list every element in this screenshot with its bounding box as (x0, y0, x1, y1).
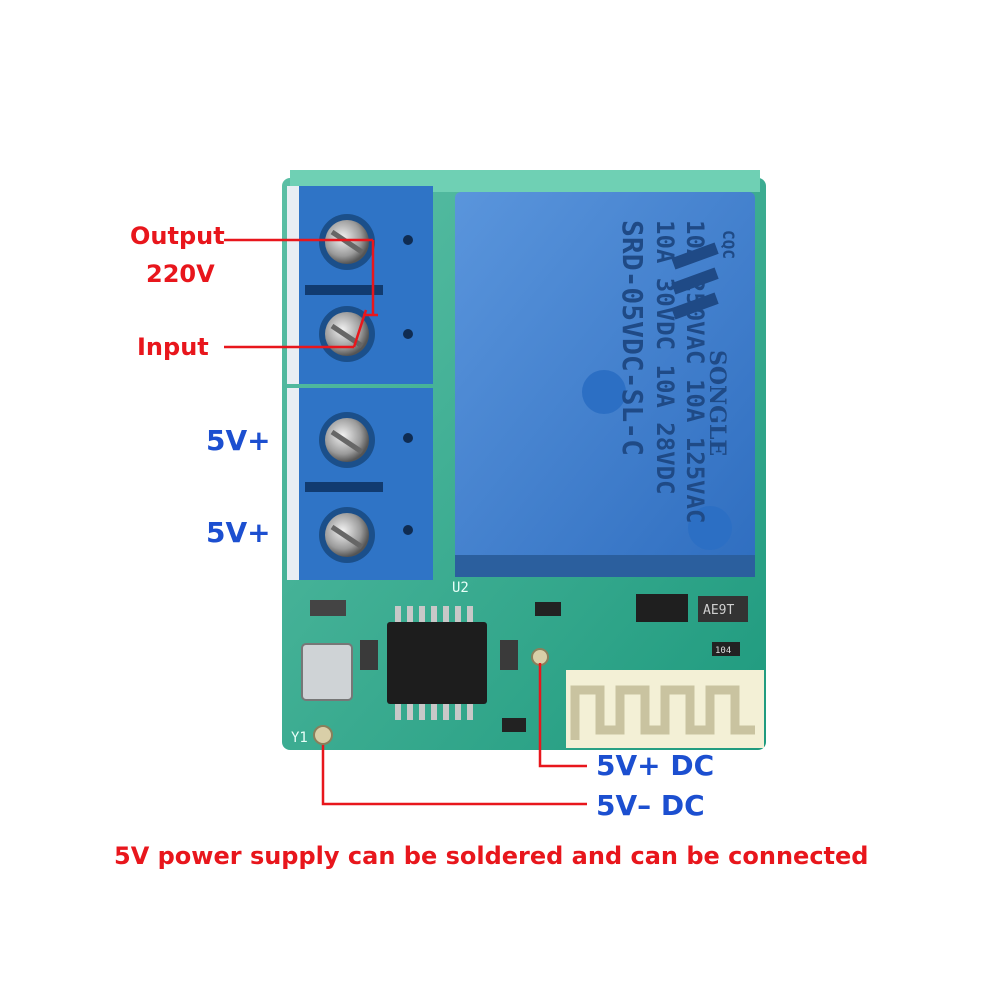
resistor (712, 642, 740, 656)
smd-component (500, 640, 518, 670)
label-terminal-5v-2: 5V+ (206, 516, 271, 549)
label-dc-minus: 5V– DC (596, 789, 705, 822)
solder-pad-dc-minus (313, 725, 333, 745)
silkscreen-y1: Y1 (291, 730, 308, 746)
label-input: Input (137, 333, 209, 361)
smd-component (310, 600, 346, 616)
transistor (636, 594, 688, 622)
caption-note: 5V power supply can be soldered and can … (114, 842, 869, 870)
relay-line-3: SRD-05VDC-SL-C (616, 220, 649, 456)
solder-pad-dc-plus (531, 648, 549, 666)
smd-component (698, 596, 748, 622)
relay-base (455, 555, 755, 577)
songle-logo (671, 242, 719, 320)
smd-component (360, 640, 378, 670)
ic-chip (387, 622, 487, 704)
transistor-marking: AE9T (703, 603, 734, 618)
relay-line-1: 10A 250VAC 10A 125VAC (681, 220, 709, 523)
relay-cert: CQC (719, 230, 738, 259)
pcb-antenna-trace (570, 685, 755, 740)
label-output: Output (130, 222, 225, 250)
relay-pin-dot (688, 506, 732, 550)
terminal-block-divider (305, 482, 383, 492)
silkscreen-u2: U2 (452, 580, 469, 596)
terminal-block-upper-side (287, 186, 299, 384)
ic-chip-pins (395, 606, 473, 720)
resistor-marking: 104 (715, 646, 731, 656)
relay-marking: 10A 250VAC 10A 125VAC 10A 30VDC 10A 28VD… (616, 220, 738, 523)
crystal-oscillator (301, 643, 353, 701)
annotation-lines-red (224, 238, 587, 806)
terminal-block-divider (305, 285, 383, 295)
label-output-voltage: 220V (146, 260, 215, 288)
label-terminal-5v-1: 5V+ (206, 424, 271, 457)
label-dc-plus: 5V+ DC (596, 749, 715, 782)
smd-component (535, 602, 561, 616)
relay-pin-dot (582, 370, 626, 414)
smd-component (502, 718, 526, 732)
terminal-block-lower-side (287, 388, 299, 580)
relay-brand: SONGLE (704, 350, 730, 456)
